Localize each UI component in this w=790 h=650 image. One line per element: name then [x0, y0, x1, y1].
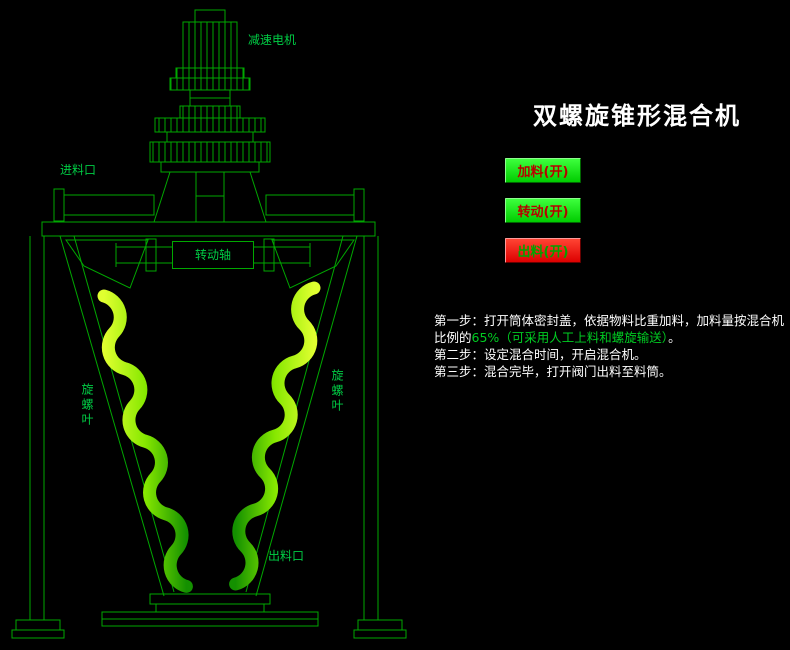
feed-button[interactable]: 加料(开) [505, 158, 581, 183]
motor-label: 减速电机 [248, 33, 297, 47]
instruction-line-2: 比例的65%（可采用人工上料和螺旋输送）。 [434, 330, 681, 345]
instruction-line-1: 第一步：打开筒体密封盖，依据物料比重加料，加料量按混合机 [434, 313, 785, 328]
motor-assembly [149, 9, 271, 223]
shaft-assembly [115, 238, 311, 272]
page-title: 双螺旋锥形混合机 [533, 102, 741, 130]
instruction-line-3: 第二步：设定混合时间，开启混合机。 [434, 347, 647, 362]
rotate-button[interactable]: 转动(开) [505, 198, 581, 223]
outlet-label: 出料口 [268, 549, 305, 563]
discharge-assembly [101, 593, 319, 627]
left-screw [97, 289, 193, 593]
instructions: 第一步：打开筒体密封盖，依据物料比重加料，加料量按混合机 比例的65%（可采用人… [434, 312, 784, 380]
inlet-label: 进料口 [60, 163, 97, 177]
left-blade-label: 旋螺叶 [80, 383, 94, 428]
instruction-line-4: 第三步：混合完毕，打开阀门出料至料筒。 [434, 364, 672, 379]
highlight-text: 65%（可采用人工上料和螺旋输送） [471, 330, 669, 345]
right-screw [229, 281, 321, 591]
shaft-label: 转动轴 [172, 241, 254, 269]
legs [11, 236, 407, 639]
feed-pipes [53, 188, 365, 222]
screw-blades [97, 281, 321, 593]
discharge-button[interactable]: 出料(开) [505, 238, 581, 263]
right-blade-label: 旋螺叶 [330, 369, 344, 414]
